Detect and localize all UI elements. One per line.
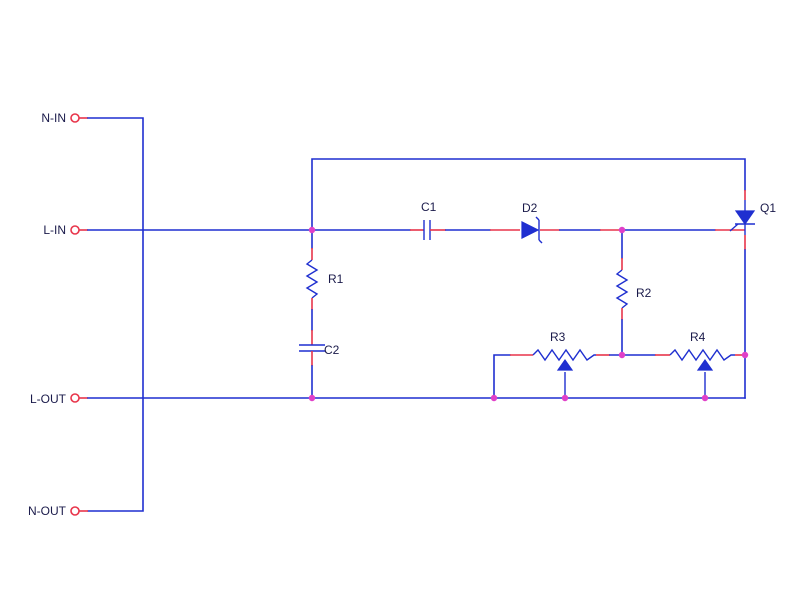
label-c2: C2 [324, 343, 340, 357]
triac-q1 [729, 200, 756, 399]
capacitor-c2 [299, 344, 325, 399]
label-r1: R1 [328, 272, 344, 286]
resistor-r2 [615, 229, 629, 356]
top-wire [311, 158, 746, 231]
junction-dot [701, 394, 709, 402]
terminal-label-l-in: L-IN [43, 223, 66, 237]
junction-dot [490, 394, 498, 402]
diac-d2 [521, 216, 745, 244]
label-r4: R4 [690, 330, 706, 344]
label-r2: R2 [636, 286, 652, 300]
junction-dot [308, 394, 316, 402]
capacitor-c1 [423, 220, 520, 240]
neutral-wire [79, 117, 144, 512]
potentiometer-r3 [532, 348, 596, 398]
terminal-l-in [70, 225, 80, 235]
junction-dot [561, 394, 569, 402]
label-c1: C1 [421, 200, 437, 214]
junction-dot [618, 226, 626, 234]
label-d2: D2 [522, 201, 538, 215]
terminal-label-n-out: N-OUT [28, 504, 67, 518]
terminal-label-l-out: L-OUT [30, 392, 67, 406]
terminal-label-n-in: N-IN [41, 111, 66, 125]
potentiometer-r4 [669, 348, 735, 398]
label-r3: R3 [550, 330, 566, 344]
potentiometer-wire [493, 354, 745, 399]
junction-dot [308, 226, 316, 234]
terminal-l-out [70, 393, 80, 403]
label-q1: Q1 [760, 201, 776, 215]
terminal-n-out [70, 506, 80, 516]
terminal-n-in [70, 113, 80, 123]
resistor-r1 [305, 229, 319, 345]
junction-dot [618, 351, 626, 359]
junction-dot [741, 351, 749, 359]
